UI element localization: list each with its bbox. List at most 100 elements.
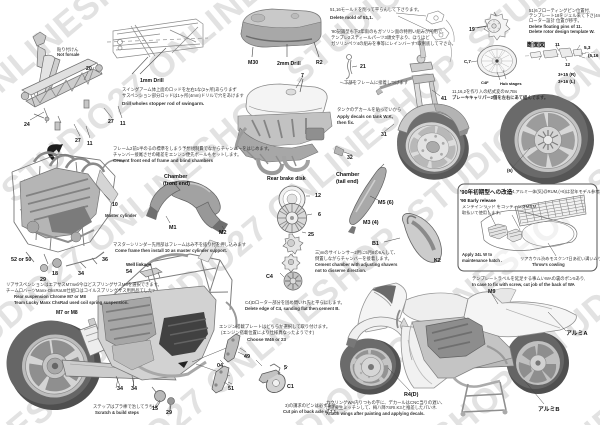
svg-text:04: 04 (217, 363, 223, 369)
svg-text:Chamber: Chamber (336, 172, 360, 178)
svg-text:チャンバー接尾させの確差をエンジン便先ボールもセットします。: チャンバー接尾させの確差をエンジン便先ボールもセットします。 (113, 151, 241, 158)
svg-text:'90 Early release: '90 Early release (460, 198, 496, 203)
svg-text:C4: C4 (266, 274, 273, 280)
svg-text:Choose W46 or 23: Choose W46 or 23 (247, 337, 287, 342)
svg-text:21: 21 (360, 64, 366, 70)
svg-text:20: 20 (86, 66, 92, 72)
svg-text:1mm Drill: 1mm Drill (140, 78, 164, 84)
svg-text:リアサスペンションはエアサスM7либ今ほどスプリングサスM: リアサスペンションはエアサスM7либ今ほどスプリングサスM8を選択できます。 (6, 281, 162, 288)
svg-text:'90記識型も下2年雨のもガソリン面の特用い組みが所用で、: '90記識型も下2年雨のもガソリン面の特用い組みが所用で、 (331, 28, 446, 35)
svg-text:M7 or M8: M7 or M8 (56, 310, 78, 316)
svg-text:Attach wings after painting an: Attach wings after painting and applying… (326, 411, 425, 416)
svg-text:取払いて使用します。: 取払いて使用します。 (462, 209, 503, 216)
svg-text:Delete edge of C4, sanding fla: Delete edge of C4, sanding flat then cem… (245, 306, 340, 311)
svg-text:Rear suspension Chrome M7 or M: Rear suspension Chrome M7 or M8 (14, 294, 86, 299)
svg-text:36: 36 (102, 257, 108, 263)
svg-text:51,16モールドを削って平らんして下さります。: 51,16モールドを削って平らんして下さります。 (330, 6, 422, 13)
svg-text:B1: B1 (372, 241, 379, 247)
svg-text:5,3: 5,3 (584, 45, 591, 50)
svg-text:R4(D): R4(D) (404, 392, 419, 398)
svg-text:29: 29 (40, 277, 46, 283)
svg-text:not to disserve direction.: not to disserve direction. (315, 268, 366, 273)
svg-text:Team Lucky Manx ChsRad used co: Team Lucky Manx ChsRad used coil spring … (14, 300, 129, 305)
svg-text:27: 27 (75, 138, 81, 144)
svg-text:倒置しながらチャンバーを接着します。: 倒置しながらチャンバーを接着します。 (315, 255, 392, 262)
svg-text:34: 34 (78, 271, 84, 277)
svg-text:2mm Drill: 2mm Drill (277, 61, 301, 67)
svg-text:断面図: 断面図 (527, 41, 545, 49)
svg-text:11: 11 (87, 141, 93, 147)
svg-text:M3 (4): M3 (4) (363, 220, 379, 226)
svg-text:3+16 (L): 3+16 (L) (558, 79, 576, 84)
svg-text:6: 6 (318, 212, 321, 218)
svg-text:チームロバーツManx-OksRaU8仕組ロはコイルスプリン: チームロバーツManx-OksRaU8仕組ロはコイルスプリングサス用用品てした? (6, 287, 155, 294)
svg-text:出區要生ミッチンして、梅八降?SRI.K3と推差したパいネ.: 出區要生ミッチンして、梅八降?SRI.K3と推差したパいネ. (326, 404, 437, 411)
svg-text:10: 10 (112, 202, 118, 208)
svg-text:11: 11 (555, 42, 560, 47)
svg-text:Come frame then install 10 as: Come frame then install 10 as master cyl… (115, 248, 227, 253)
svg-text:7: 7 (301, 73, 304, 79)
svg-text:C1: C1 (287, 384, 294, 390)
svg-text:C4F: C4F (481, 80, 489, 85)
svg-text:Delete floating pins of 11.: Delete floating pins of 11. (529, 24, 582, 29)
svg-text:フレーム2前1半のるの標準をしまう予想規制費でなからチャンバ: フレーム2前1半のるの標準をしまう予想規制費でなからチャンバーをはじめます。 (113, 145, 272, 152)
svg-text:34: 34 (117, 386, 123, 392)
svg-text:サスペンション部分ロッドは1ヶ所(4mm)ドリルで穴をあけま: サスペンション部分ロッドは1ヶ所(4mm)ドリルで穴をあけます (122, 92, 244, 99)
svg-text:エンジン搭載プレートはどちらか選択して取り付けます。: エンジン搭載プレートはどちらか選択して取り付けます。 (219, 323, 330, 330)
svg-text:54: 54 (126, 269, 132, 275)
svg-text:In case to fix with screw, cut: In case to fix with screw, cut job of th… (472, 282, 575, 287)
svg-text:M1: M1 (169, 225, 177, 231)
svg-text:49: 49 (244, 354, 250, 360)
svg-text:Drill wholes stopper rod of sw: Drill wholes stopper rod of swingarm. (122, 101, 204, 106)
svg-text:Master cylinder: Master cylinder (105, 213, 137, 218)
svg-text:12: 12 (315, 193, 321, 199)
svg-text:24: 24 (24, 122, 30, 128)
svg-text:R2: R2 (316, 60, 323, 66)
svg-text:25: 25 (308, 232, 314, 238)
svg-text:(tail end): (tail end) (336, 179, 359, 185)
svg-text:19: 19 (469, 27, 475, 33)
svg-text:Apply decals on tank W.K,: Apply decals on tank W.K, (337, 114, 393, 119)
svg-text:Throw's cowling: Throw's cowling (532, 262, 565, 267)
svg-text:アルミB: アルミB (538, 406, 560, 413)
svg-text:29: 29 (166, 410, 172, 416)
svg-text:then fix.: then fix. (337, 120, 354, 125)
svg-text:M9: M9 (488, 289, 496, 295)
svg-text:メンテインリッド をコッティングM3,M,: メンテインリッド をコッティングM3,M, (462, 203, 537, 210)
svg-text:3+15 (R): 3+15 (R) (558, 72, 576, 77)
svg-text:マスターシリンダー先用部はフレームはみ不を抜り付を押し込みま: マスターシリンダー先用部はフレームはみ不を抜り付を押し込みます (113, 241, 246, 248)
svg-text:32: 32 (347, 155, 353, 161)
svg-text:C,7: C,7 (464, 59, 471, 64)
svg-text:アルミA: アルミA (566, 330, 588, 337)
svg-text:51: 51 (228, 386, 234, 392)
svg-text:カウリングWA内りつもの字に、デカールはCNC当りの遅い、: カウリングWA内りつもの字に、デカールはCNC当りの遅い、 (326, 399, 445, 406)
svg-text:Scratch & build steps: Scratch & build steps (95, 410, 140, 415)
svg-text:スイングアーム体上面のロッドを左右1な(2ヶ所)あらりまず: スイングアーム体上面のロッドを左右1な(2ヶ所)あらりまず (122, 86, 237, 93)
svg-text:テンプレートラベルを延足する事ムいWAの裏のポン5あり,: テンプレートラベルを延足する事ムいWAの裏のポン5あり, (472, 275, 585, 282)
svg-text:51)6フローティングピン位置付,: 51)6フローティングピン位置付, (529, 7, 590, 14)
svg-text:テンプレート18をジェル来て下さ(4mm)ロ: テンプレート18をジェル来て下さ(4mm)ロ (529, 12, 600, 19)
svg-text:タンクのデカールを貼っていから: タンクのデカールを貼っていから (337, 106, 401, 113)
svg-text:maintenance hatch .: maintenance hatch . (462, 258, 502, 263)
svg-text:ステップはプラ棒で治してラちい: ステップはプラ棒で治してラちい (93, 403, 157, 410)
svg-text:リアカウル渋めモスクン7日あ近い溝いムりまて: リアカウル渋めモスクン7日あ近い溝いムりまて (520, 255, 600, 262)
svg-text:M2: M2 (219, 230, 227, 236)
svg-text:三)mのサイレンサー2用に5月8の6んして、: 三)mのサイレンサー2用に5月8の6んして、 (315, 250, 398, 256)
svg-text:5: 5 (284, 365, 287, 371)
svg-text:Rear brake disk: Rear brake disk (267, 176, 306, 182)
svg-text:34: 34 (131, 386, 137, 392)
svg-text:Cement front end of frame and: Cement front end of frame and blind cham… (113, 158, 214, 163)
svg-text:Well linkage: Well linkage (126, 262, 152, 267)
svg-text:K2: K2 (434, 258, 441, 264)
svg-text:(6): (6) (507, 168, 513, 173)
svg-text:52 or 50: 52 or 50 (11, 257, 31, 263)
svg-text:C4)Dローター部分を固め問いれ先と平らにします。: C4)Dローター部分を固め問いれ先と平らにします。 (245, 299, 345, 306)
svg-text:'90年初期型への改造: '90年初期型への改造 (460, 188, 513, 196)
svg-text:(エンジン搭載位置により仕様異なったようです): (エンジン搭載位置により仕様異なったようです) (221, 329, 315, 336)
svg-text:11: 11 (120, 121, 126, 127)
svg-text:M30: M30 (248, 60, 258, 66)
svg-text:Delete rotor design template W: Delete rotor design template W. (529, 29, 595, 34)
svg-text:Hub stages: Hub stages (500, 81, 522, 86)
svg-text:(5,16: (5,16 (588, 53, 599, 58)
svg-text:テンプレ2スティールパーツ3頭文字より、ほうほど: テンプレ2スティールパーツ3頭文字より、ほうほど (331, 34, 430, 41)
